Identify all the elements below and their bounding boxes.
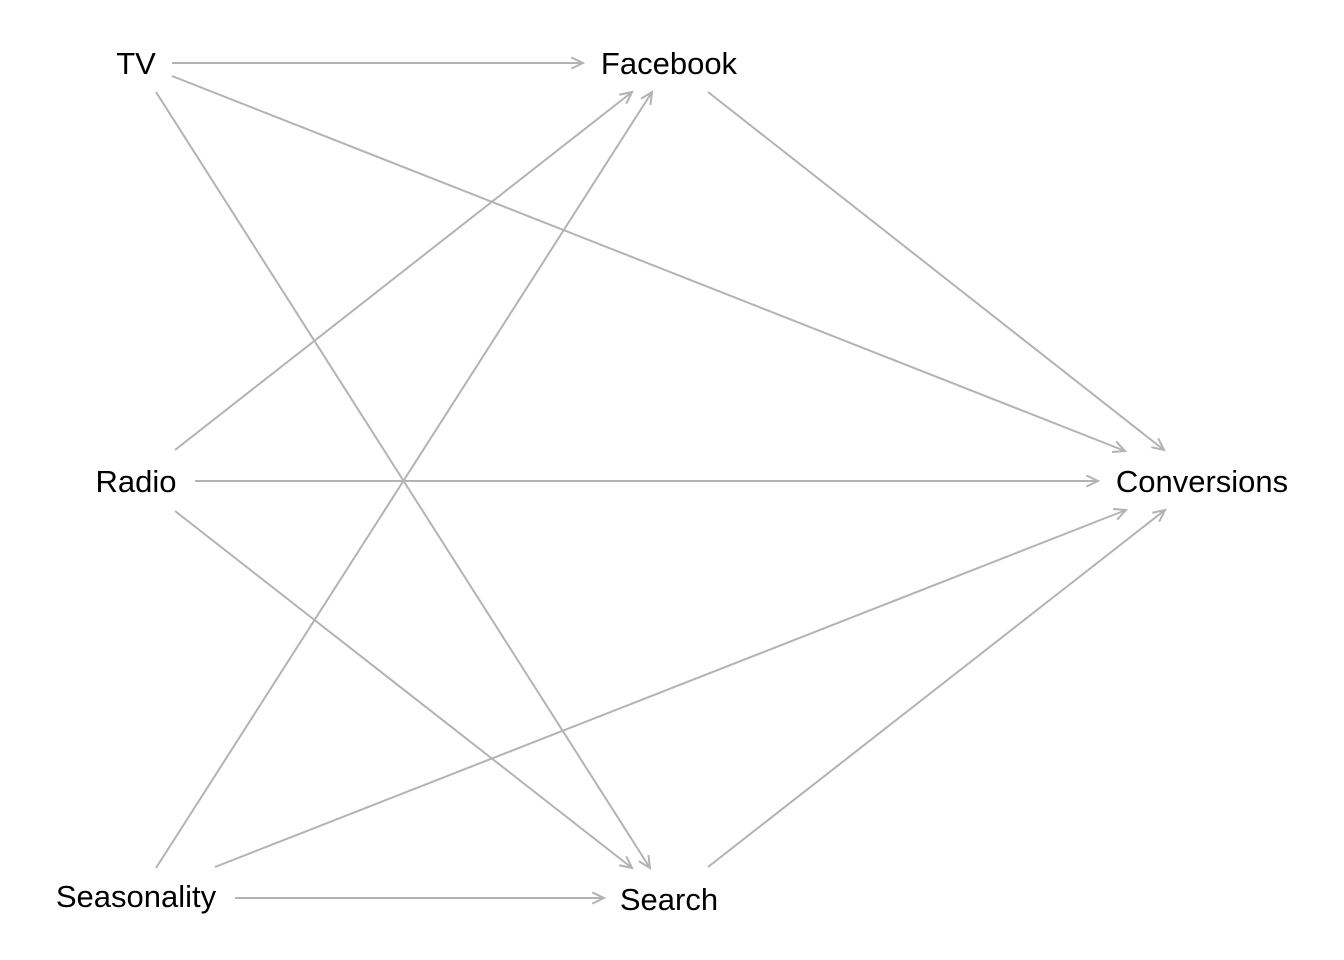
edge-line bbox=[174, 510, 633, 869]
edge-seasonality-to-search bbox=[235, 891, 607, 905]
edge-search-to-conversions bbox=[707, 508, 1167, 868]
edge-line bbox=[707, 91, 1165, 451]
node-seasonality: Seasonality bbox=[56, 879, 217, 914]
arrowhead-icon bbox=[640, 90, 654, 106]
edge-line bbox=[155, 91, 653, 869]
edge-seasonality-to-facebook bbox=[155, 90, 654, 869]
arrowhead-icon bbox=[619, 855, 634, 870]
node-tv: TV bbox=[116, 46, 156, 81]
edges-layer bbox=[155, 56, 1167, 905]
arrowhead-icon bbox=[570, 56, 586, 70]
edge-radio-to-facebook bbox=[174, 90, 634, 451]
arrowhead-icon bbox=[638, 854, 652, 870]
edge-line bbox=[171, 75, 1126, 452]
nodes-layer: TV Facebook Radio Conversions Seasonalit… bbox=[56, 46, 1288, 917]
arrowhead-icon bbox=[1152, 508, 1167, 523]
arrowhead-icon bbox=[1085, 474, 1101, 488]
edge-tv-to-facebook bbox=[172, 56, 586, 70]
edge-line bbox=[174, 91, 633, 451]
edge-radio-to-conversions bbox=[195, 474, 1101, 488]
edge-seasonality-to-conversions bbox=[214, 508, 1129, 868]
edge-line bbox=[707, 509, 1166, 868]
node-facebook: Facebook bbox=[601, 46, 738, 81]
edge-tv-to-conversions bbox=[171, 75, 1128, 453]
arrowhead-icon bbox=[1111, 440, 1128, 453]
arrowhead-icon bbox=[619, 90, 634, 105]
node-radio: Radio bbox=[96, 464, 177, 499]
node-search: Search bbox=[620, 882, 718, 917]
edge-radio-to-search bbox=[174, 510, 634, 870]
arrowhead-icon bbox=[1112, 508, 1129, 521]
edge-facebook-to-conversions bbox=[707, 91, 1166, 452]
arrowhead-icon bbox=[1151, 437, 1166, 452]
edge-line bbox=[214, 509, 1127, 868]
node-conversions: Conversions bbox=[1116, 464, 1288, 499]
arrowhead-icon bbox=[591, 891, 607, 905]
